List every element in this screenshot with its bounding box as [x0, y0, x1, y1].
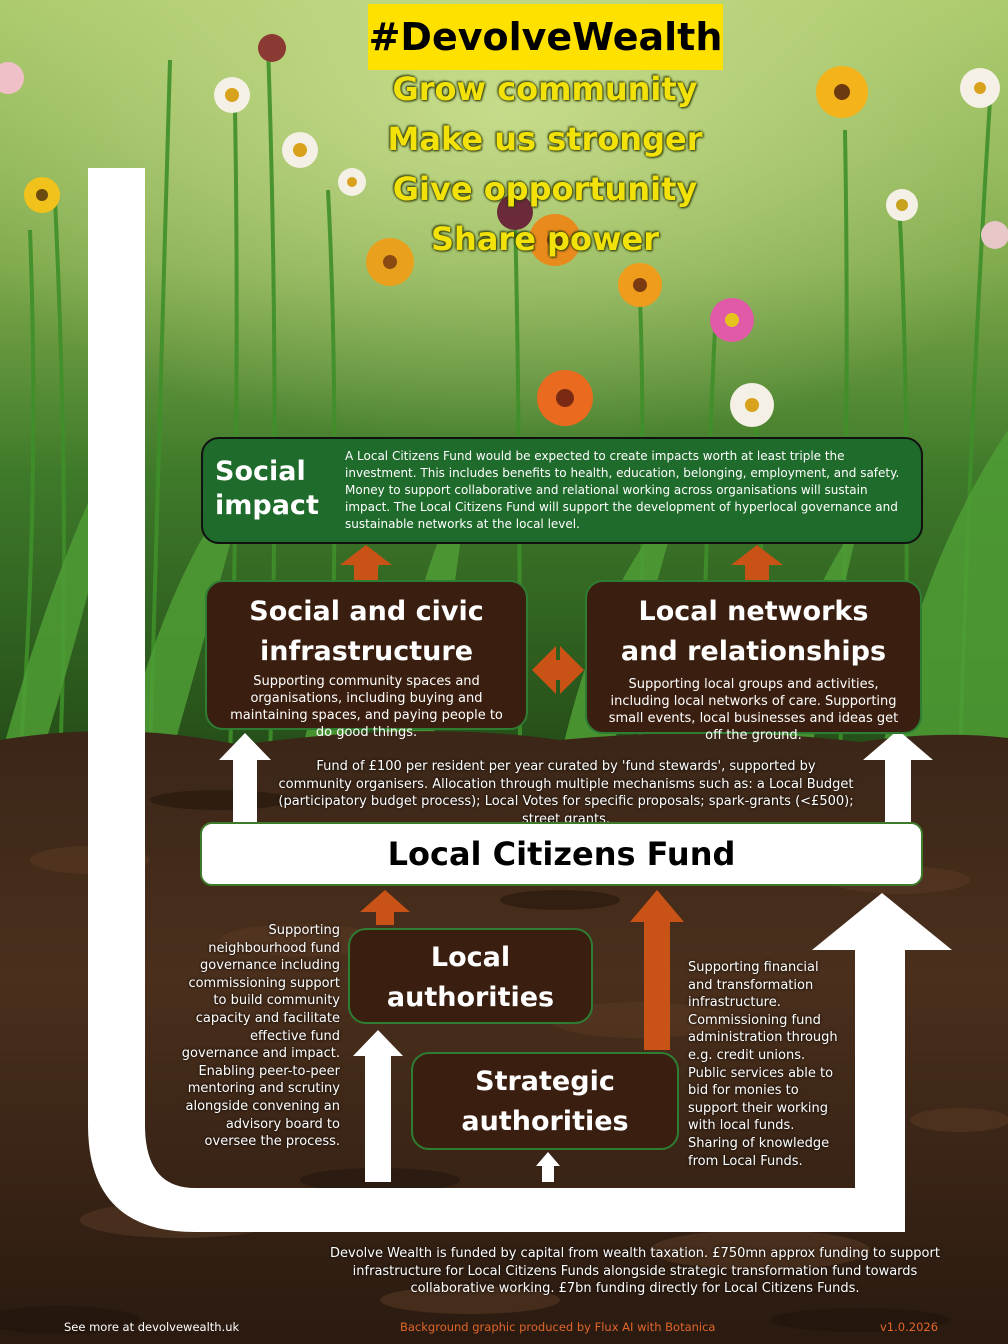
fund-allocation-note: Fund of £100 per resident per year curat… [278, 759, 854, 827]
hashtag-banner: #DevolveWealth [368, 4, 723, 70]
local-authorities-title: Local authorities [350, 938, 591, 1018]
strategic-authorities-box: Strategic authorities [411, 1052, 679, 1150]
background-credit: Background graphic produced by Flux AI w… [400, 1320, 716, 1334]
social-impact-title-line2: impact [215, 490, 319, 521]
strategic-authorities-title: Strategic authorities [413, 1062, 677, 1142]
see-more-link[interactable]: See more at devolvewealth.uk [64, 1320, 240, 1334]
local-authorities-title-line2: authorities [386, 982, 555, 1013]
local-authorities-box: Local authorities [348, 928, 593, 1024]
local-authorities-title-line1: Local [430, 942, 511, 973]
social-impact-title-line1: Social [215, 456, 306, 487]
civic-infrastructure-description: Supporting community spaces and organisa… [230, 674, 503, 740]
civic-infrastructure-title: Social and civic infrastructure [207, 592, 526, 672]
strategic-authorities-title-line2: authorities [461, 1106, 629, 1137]
local-networks-box: Local networks and relationships Support… [585, 580, 922, 743]
local-networks-description: Supporting local groups and activities, … [608, 677, 899, 743]
slogan-make-us-stronger: Make us stronger [387, 120, 703, 158]
social-impact-description: A Local Citizens Fund would be expected … [345, 449, 900, 531]
civic-infrastructure-box: Social and civic infrastructure Supporti… [205, 580, 528, 740]
local-citizens-fund-title: Local Citizens Fund [387, 835, 736, 873]
slogan-grow-community: Grow community [392, 70, 698, 108]
local-authorities-note: Supporting neighbourhood fund governance… [181, 923, 340, 1150]
wealth-tax-side-label: Tax on wealth and the wealthy raises cap… [97, 345, 131, 1075]
local-citizens-fund-box: Local Citizens Fund [200, 822, 923, 886]
social-impact-title: Social impact [215, 455, 335, 523]
slogan-give-opportunity: Give opportunity [392, 170, 698, 208]
local-networks-title-line1: Local networks [638, 596, 869, 627]
local-networks-title-line2: and relationships [620, 636, 887, 667]
strategic-authorities-title-line1: Strategic [475, 1066, 615, 1097]
version-label: v1.0.2026 [880, 1320, 939, 1334]
slogan-share-power: Share power [431, 220, 659, 258]
strategic-authorities-note: Supporting financial and transformation … [688, 960, 838, 1169]
civic-infrastructure-title-line2: infrastructure [259, 636, 474, 667]
social-impact-box: Social impact A Local Citizens Fund woul… [201, 437, 923, 544]
funding-note: Devolve Wealth is funded by capital from… [330, 1246, 940, 1297]
civic-infrastructure-title-line1: Social and civic [249, 596, 484, 627]
local-networks-title: Local networks and relationships [587, 592, 920, 672]
